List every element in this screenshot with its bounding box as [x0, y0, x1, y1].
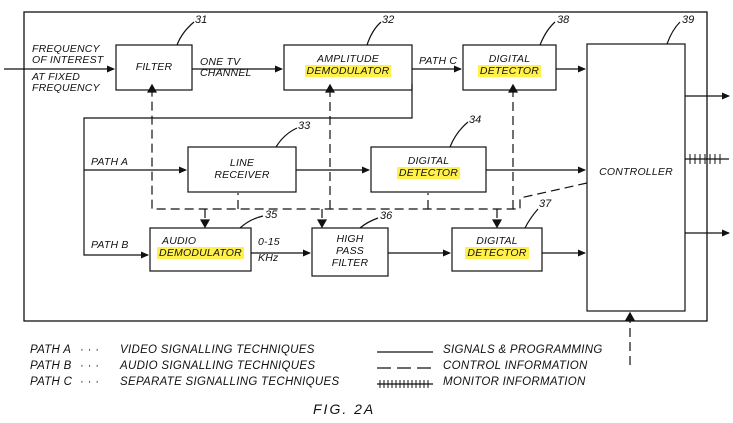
line-receiver-line1: LINE	[188, 157, 296, 169]
legend-key-control: CONTROL INFORMATION	[443, 360, 588, 372]
line-receiver-line2: RECEIVER	[188, 169, 296, 181]
band-label-line1: 0-15	[258, 237, 280, 248]
ref-35: 35	[265, 209, 277, 221]
digital-det-c-line2: DETECTOR	[478, 65, 541, 77]
band-label-line2: KHz	[258, 253, 280, 264]
input-label-lower: AT FIXED FREQUENCY	[32, 72, 100, 94]
audio-demod-line2: DEMODULATOR	[157, 247, 244, 259]
band-label: 0-15 KHz	[258, 237, 280, 264]
digital-det-b-block: DIGITAL DETECTOR	[452, 235, 542, 259]
legend-path-c: PATH C	[30, 376, 72, 388]
legend-key-monitor: MONITOR INFORMATION	[443, 376, 586, 388]
ref-31: 31	[195, 14, 207, 26]
legend-path-a: PATH A	[30, 344, 71, 356]
digital-det-c-block: DIGITAL DETECTOR	[463, 53, 556, 77]
ref-37: 37	[539, 198, 551, 210]
filter-label: FILTER	[136, 61, 173, 73]
legend-desc-a: VIDEO SIGNALLING TECHNIQUES	[120, 344, 315, 356]
controller-label: CONTROLLER	[599, 166, 673, 178]
legend-dots-a: · · ·	[80, 344, 99, 356]
filter-block: FILTER	[116, 61, 192, 73]
ref-38: 38	[557, 14, 569, 26]
input-label-line2: OF INTEREST	[32, 55, 103, 66]
ref-32: 32	[382, 14, 394, 26]
digital-det-b-line2: DETECTOR	[465, 247, 528, 259]
path-a-label: PATH A	[91, 157, 128, 168]
amp-demod-line2: DEMODULATOR	[305, 65, 392, 77]
digital-det-a-block: DIGITAL DETECTOR	[371, 155, 486, 179]
path-c-label: PATH C	[419, 56, 457, 67]
digital-det-c-line1: DIGITAL	[463, 53, 556, 65]
one-tv-channel-label: ONE TV CHANNEL	[200, 57, 252, 79]
ref-34: 34	[469, 114, 481, 126]
high-pass-line2: PASS	[312, 245, 388, 257]
digital-det-b-line1: DIGITAL	[452, 235, 542, 247]
path-b-label: PATH B	[91, 240, 129, 251]
legend-path-b: PATH B	[30, 360, 72, 372]
ref-39: 39	[682, 14, 694, 26]
legend-key-signals: SIGNALS & PROGRAMMING	[443, 344, 603, 356]
high-pass-block: HIGH PASS FILTER	[312, 233, 388, 269]
input-label: FREQUENCY OF INTEREST	[32, 44, 103, 66]
digital-det-a-line1: DIGITAL	[371, 155, 486, 167]
high-pass-line1: HIGH	[312, 233, 388, 245]
audio-demod-block: AUDIO DEMODULATOR	[150, 235, 251, 259]
amp-demod-line1: AMPLITUDE	[284, 53, 412, 65]
legend-desc-b: AUDIO SIGNALLING TECHNIQUES	[120, 360, 315, 372]
ref-33: 33	[298, 120, 310, 132]
figure-caption: FIG. 2A	[313, 401, 375, 417]
one-tv-line2: CHANNEL	[200, 68, 252, 79]
input-label-line4: FREQUENCY	[32, 83, 100, 94]
audio-demod-line1: AUDIO	[150, 235, 251, 247]
legend-desc-c: SEPARATE SIGNALLING TECHNIQUES	[120, 376, 339, 388]
ref-36: 36	[380, 210, 392, 222]
line-receiver-block: LINE RECEIVER	[188, 157, 296, 181]
controller-block: CONTROLLER	[587, 166, 685, 178]
amp-demod-block: AMPLITUDE DEMODULATOR	[284, 53, 412, 77]
legend-dots-b: · · ·	[80, 360, 99, 372]
legend-dots-c: · · ·	[80, 376, 99, 388]
digital-det-a-line2: DETECTOR	[397, 167, 460, 179]
high-pass-line3: FILTER	[312, 257, 388, 269]
